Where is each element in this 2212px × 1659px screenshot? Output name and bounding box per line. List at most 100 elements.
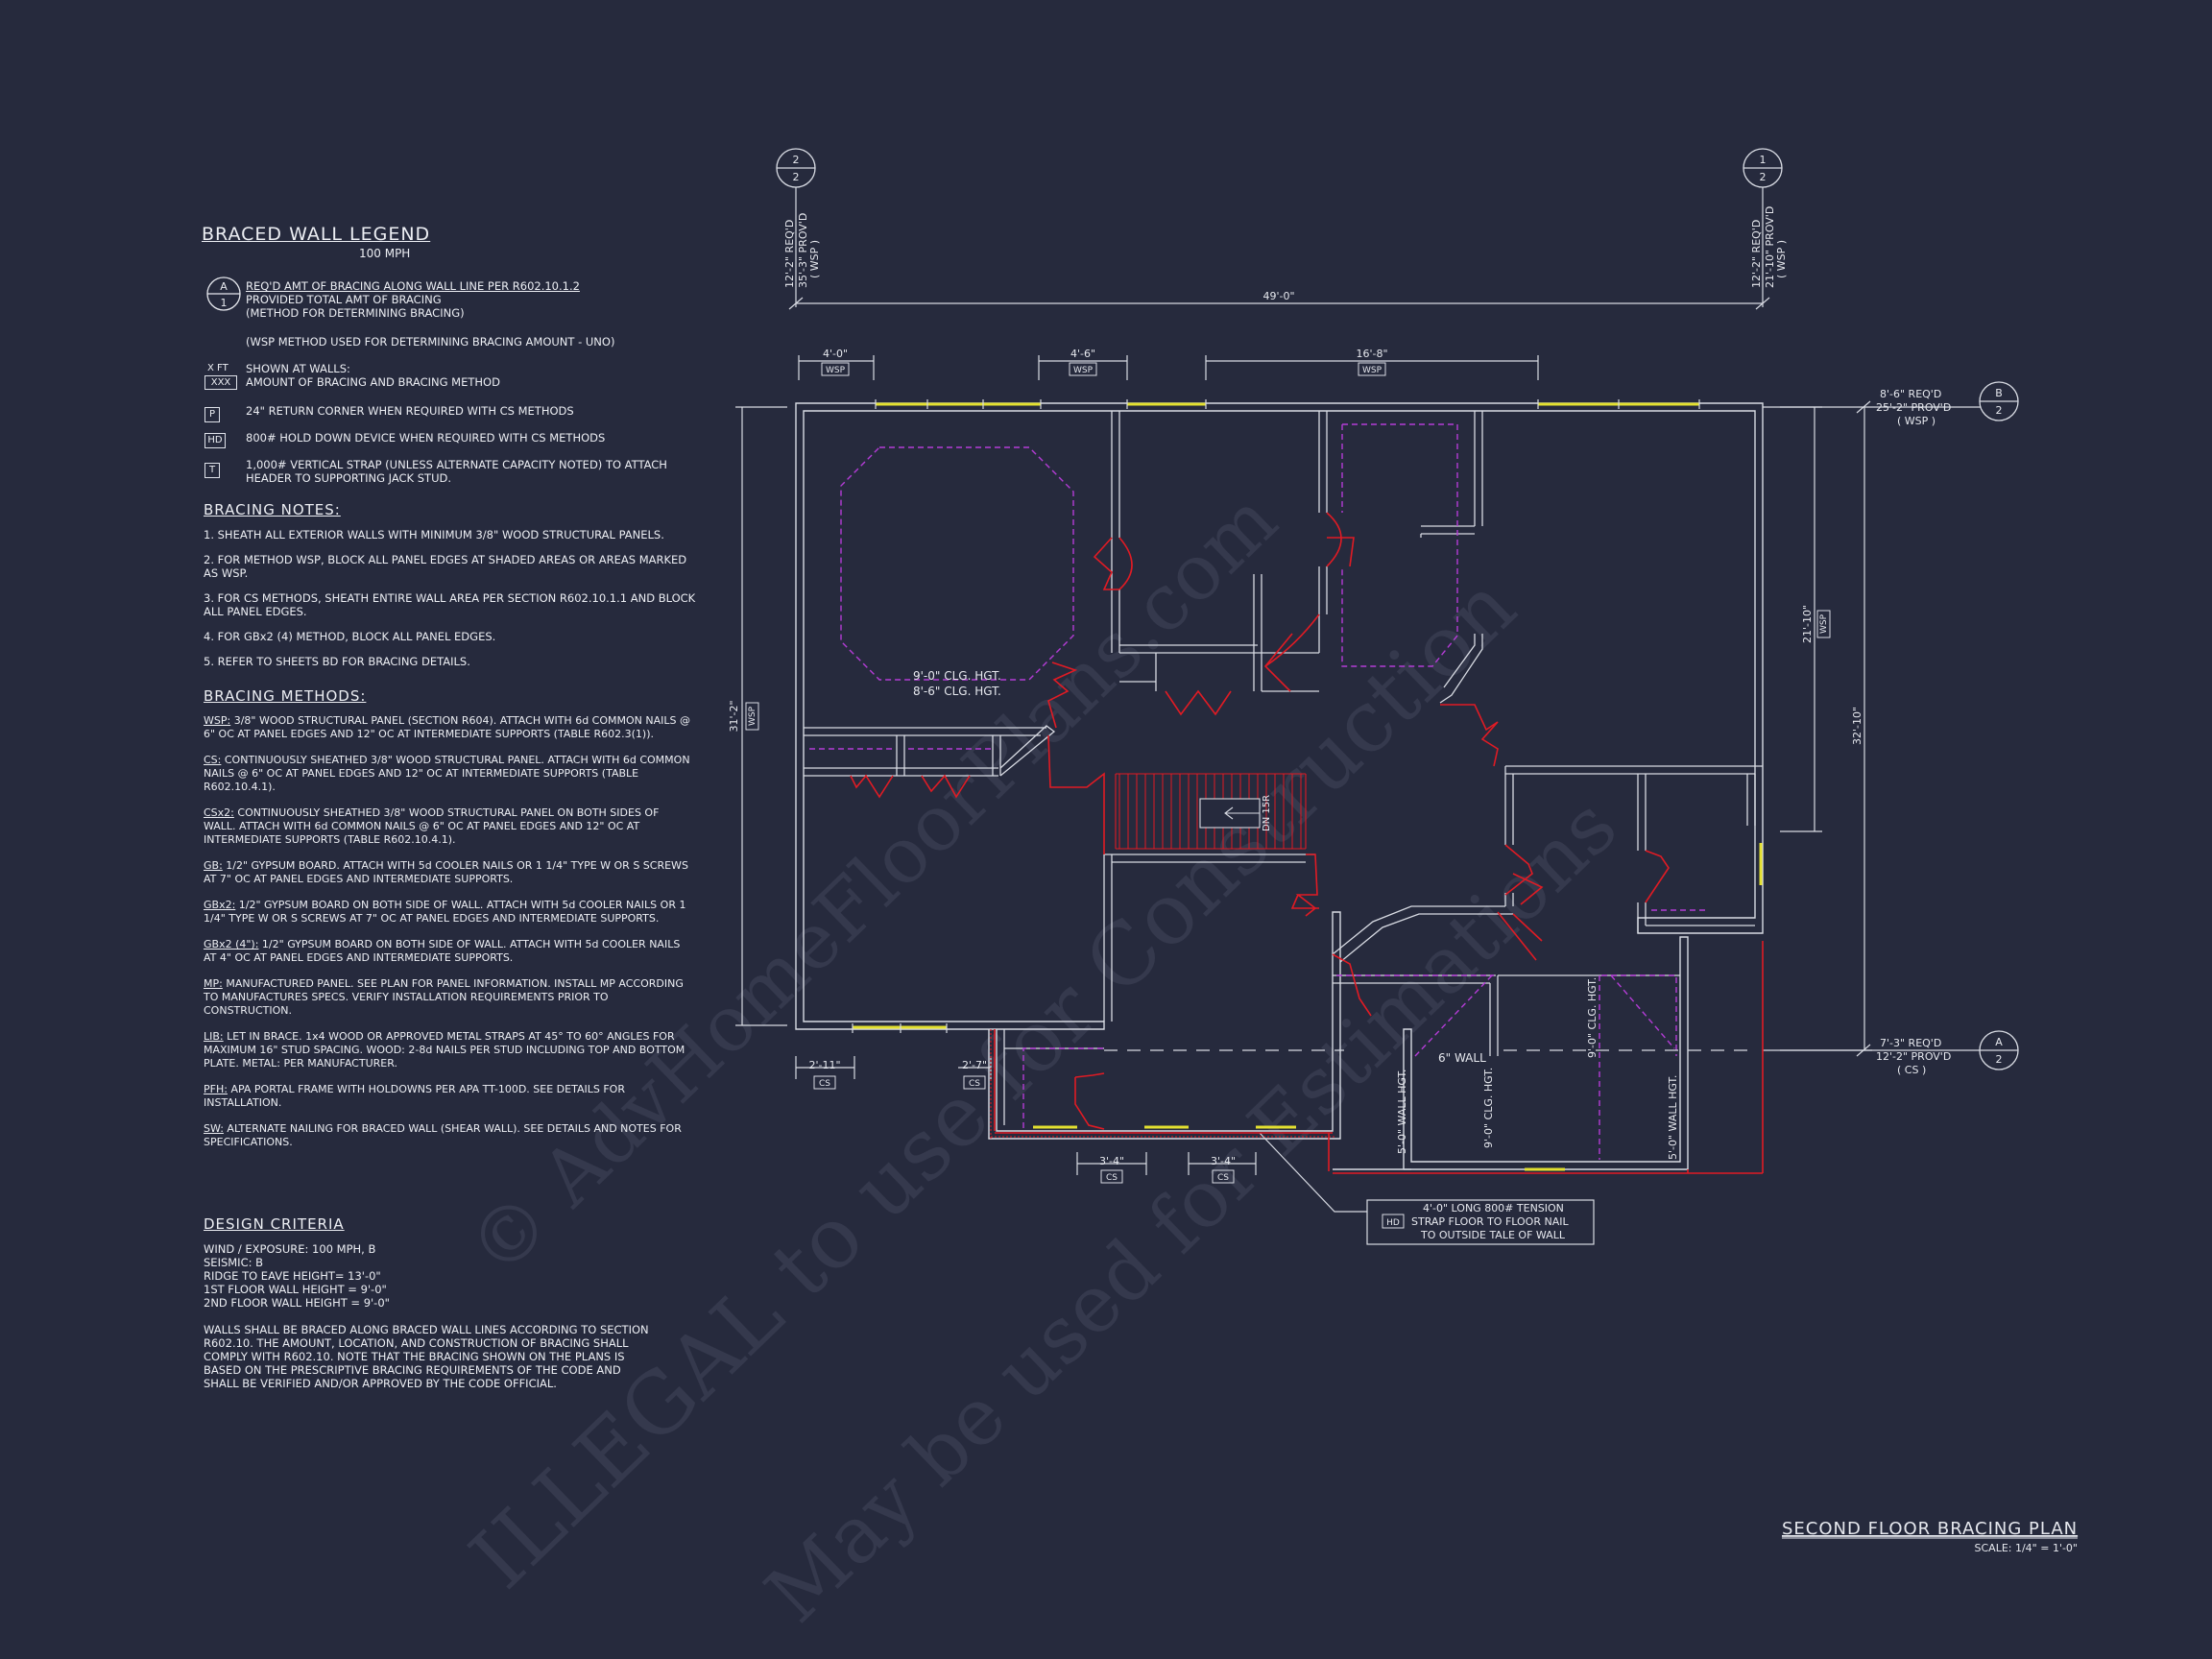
method-item: SW: ALTERNATE NAILING FOR BRACED WALL (S… (204, 1122, 682, 1148)
dimension-lines (735, 184, 1987, 1213)
legend-title: BRACED WALL LEGEND (202, 224, 431, 245)
right-dim-1-method: WSP (1819, 613, 1829, 634)
top-seg-3-method: WSP (1362, 366, 1382, 375)
bracing-methods-title: BRACING METHODS: (204, 687, 367, 705)
design-criteria-title: DESIGN CRITERIA (204, 1215, 345, 1233)
legend-t-text-1: 1,000# VERTICAL STRAP (UNLESS ALTERNATE … (246, 458, 667, 471)
bracing-note: 5. REFER TO SHEETS BD FOR BRACING DETAIL… (204, 655, 470, 668)
design-criteria: DESIGN CRITERIA WIND / EXPOSURE: 100 MPH… (204, 1215, 655, 1390)
legend-subtitle: 100 MPH (359, 247, 411, 260)
ceiling-height-label-3: 9'-0" CLG. HGT. (1482, 1068, 1495, 1148)
legend-t-symbol: T (204, 463, 220, 478)
method-item: LIB: LET IN BRACE. 1x4 WOOD OR APPROVED … (204, 1030, 685, 1070)
method-item: WSP: 3/8" WOOD STRUCTURAL PANEL (SECTION… (204, 714, 690, 740)
line-1-prov: 21'-10" PROV'D (1764, 206, 1776, 288)
bottom-seg-4-method: CS (1217, 1173, 1229, 1183)
top-seg-2-method: WSP (1073, 366, 1094, 375)
line-2-req: 12'-2" REQ'D (783, 220, 796, 288)
line-1-req: 12'-2" REQ'D (1750, 220, 1763, 288)
ceiling-outlines (809, 423, 1705, 1160)
line-2-method: ( WSP ) (808, 240, 821, 278)
grid-a-bottom-label: 2 (1996, 1053, 2003, 1066)
strap-note-line-3: TO OUTSIDE TALE OF WALL (1420, 1229, 1566, 1241)
stair-label: DN 15R (1262, 795, 1272, 831)
method-item: CSx2: CONTINUOUSLY SHEATHED 3/8" WOOD ST… (204, 806, 660, 846)
grid-b-bottom-label: 2 (1996, 404, 2003, 417)
hatched-wall (990, 1027, 1334, 1139)
legend-p-symbol: P (204, 407, 220, 422)
legend-grid-symbol: A 1 (206, 276, 241, 311)
line-b-req: 8'-6" REQ'D (1880, 388, 1941, 400)
criteria-line: SEISMIC: B (204, 1256, 264, 1269)
legend-line-4: (WSP METHOD USED FOR DETERMINING BRACING… (246, 335, 615, 349)
line-a-method: ( CS ) (1897, 1064, 1926, 1076)
bottom-seg-1-dim: 2'-11" (808, 1059, 840, 1071)
stairs (1115, 773, 1307, 850)
grid-1-top-label: 1 (1760, 154, 1767, 166)
line-b-method: ( WSP ) (1897, 415, 1936, 427)
legend-xft-box: XXX (204, 375, 237, 390)
six-inch-wall-label: 6" WALL (1438, 1051, 1486, 1065)
top-seg-1-dim: 4'-0" (823, 348, 848, 360)
method-item: PFH: APA PORTAL FRAME WITH HOLDOWNS PER … (204, 1083, 625, 1109)
bracing-note: 3. FOR CS METHODS, SHEATH ENTIRE WALL AR… (204, 591, 696, 618)
right-dim-1: 21'-10" (1801, 605, 1814, 643)
legend-hd-text: 800# HOLD DOWN DEVICE WHEN REQUIRED WITH… (246, 431, 606, 445)
method-item: GBx2 (4"): 1/2" GYPSUM BOARD ON BOTH SID… (204, 938, 681, 964)
ceiling-height-label-1: 9'-0" CLG. HGT. (913, 669, 1001, 683)
grid-bubble-2 (776, 148, 816, 188)
method-item: GB: 1/2" GYPSUM BOARD. ATTACH WITH 5d CO… (204, 859, 688, 885)
svg-text:A: A (220, 280, 228, 293)
bottom-seg-4-dim: 3'-4" (1211, 1155, 1236, 1167)
strap-hd-symbol: HD (1386, 1218, 1400, 1228)
exterior-walls (795, 402, 1764, 1170)
top-seg-1-method: WSP (826, 366, 846, 375)
criteria-line: 2ND FLOOR WALL HEIGHT = 9'-0" (204, 1296, 390, 1310)
legend-xft-label: X FT (207, 363, 228, 373)
bracing-notes-title: BRACING NOTES: (204, 501, 341, 518)
method-item: MP: MANUFACTURED PANEL. SEE PLAN FOR PAN… (204, 977, 684, 1017)
bottom-seg-3-method: CS (1106, 1173, 1118, 1183)
wall-height-label-2: 5'-0" WALL HGT. (1667, 1075, 1679, 1160)
legend-t-text-2: HEADER TO SUPPORTING JACK STUD. (246, 471, 451, 485)
bracing-methods: BRACING METHODS: WSP: 3/8" WOOD STRUCTUR… (204, 687, 693, 1162)
legend-hd-symbol: HD (204, 433, 226, 448)
ceiling-height-label-2: 8'-6" CLG. HGT. (913, 685, 1001, 698)
grid-b-top-label: B (1995, 387, 2003, 399)
grid-2-bottom-label: 2 (793, 171, 800, 183)
plan-scale: SCALE: 1/4" = 1'-0" (1975, 1542, 2079, 1554)
line-a-req: 7'-3" REQ'D (1880, 1037, 1941, 1049)
legend-p-text: 24" RETURN CORNER WHEN REQUIRED WITH CS … (246, 404, 574, 418)
left-overall-dim: 31'-2" (728, 700, 740, 732)
legend-line-2: PROVIDED TOTAL AMT OF BRACING (246, 293, 442, 306)
wall-height-label-1: 5'-0" WALL HGT. (1396, 1070, 1408, 1154)
bracing-note: 1. SHEATH ALL EXTERIOR WALLS WITH MINIMU… (204, 528, 664, 541)
method-item: CS: CONTINUOUSLY SHEATHED 3/8" WOOD STRU… (204, 754, 690, 793)
bracing-note: 2. FOR METHOD WSP, BLOCK ALL PANEL EDGES… (204, 553, 687, 580)
overall-width-dim: 49'-0" (1262, 290, 1294, 302)
grid-2-top-label: 2 (793, 154, 800, 166)
grid-a-top-label: A (1995, 1036, 2003, 1048)
panel-ticks (852, 399, 1700, 1033)
strap-note-line-2: STRAP FLOOR TO FLOOR NAIL (1411, 1215, 1569, 1228)
bracing-note: 4. FOR GBx2 (4) METHOD, BLOCK ALL PANEL … (204, 630, 496, 643)
grid-1-bottom-label: 2 (1760, 171, 1767, 183)
line-b-prov: 25'-2" PROV'D (1876, 401, 1951, 414)
bottom-seg-2-method: CS (969, 1079, 980, 1089)
line-2-prov: 35'-3" PROV'D (797, 213, 809, 288)
criteria-line: RIDGE TO EAVE HEIGHT= 13'-0" (204, 1269, 381, 1283)
legend-line-1: REQ'D AMT OF BRACING ALONG WALL LINE PER… (246, 279, 580, 293)
right-dim-2: 32'-10" (1851, 707, 1863, 745)
left-dim-method: WSP (748, 706, 757, 726)
line-a-prov: 12'-2" PROV'D (1876, 1050, 1951, 1063)
bottom-seg-1-method: CS (819, 1079, 830, 1089)
bottom-seg-3-dim: 3'-4" (1099, 1155, 1124, 1167)
grid-bubble-1 (1743, 148, 1783, 188)
legend-xft-line-1: SHOWN AT WALLS: (246, 362, 350, 375)
grid-bubble-b (1979, 381, 2019, 421)
ceiling-height-label-4: 9'-0" CLG. HGT. (1586, 977, 1599, 1058)
grid-bubble-a (1979, 1030, 2019, 1070)
legend-xft-line-2: AMOUNT OF BRACING AND BRACING METHOD (246, 375, 500, 389)
strap-note-line-1: 4'-0" LONG 800# TENSION (1423, 1202, 1564, 1214)
